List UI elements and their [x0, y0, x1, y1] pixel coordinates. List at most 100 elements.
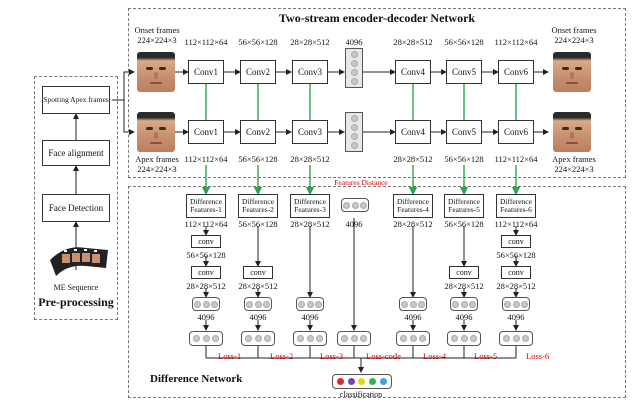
- class-dot: [380, 378, 388, 385]
- conv5-bottom: Conv5: [446, 120, 482, 144]
- encoder-decoder-panel: [128, 8, 626, 178]
- difference-arrows: [203, 218, 519, 373]
- diff-sub-dim-5: 28×28×512: [444, 281, 484, 291]
- dim-top-code: 4096: [345, 37, 363, 47]
- diff-features-1: Difference Features-1: [186, 194, 226, 218]
- dim-top-4: 28×28×512: [393, 37, 433, 47]
- fc-dim-1: 4096: [197, 312, 215, 322]
- fc-neurons-4: [399, 297, 427, 311]
- out-neurons-6: [499, 331, 533, 346]
- classification-label: classification: [339, 390, 383, 399]
- out-neurons-2: [241, 331, 275, 346]
- loss-6: Loss-6: [526, 351, 550, 361]
- dim-top-6: 112×112×64: [494, 37, 538, 47]
- diff-dim-6: 112×112×64: [494, 219, 538, 229]
- fc-dim-2: 4096: [249, 312, 267, 322]
- diff-conv-5: conv: [449, 266, 479, 279]
- onset-face-image: [137, 52, 175, 92]
- diff-dim-5: 56×56×128: [444, 219, 484, 229]
- apex-face-image: [137, 112, 175, 152]
- diff-dim-1: 112×112×64: [184, 219, 228, 229]
- code-diff-neurons: [341, 198, 369, 212]
- dim-top-5: 56×56×128: [444, 37, 484, 47]
- fc-neurons-3: [296, 297, 324, 311]
- conv6-top: Conv6: [498, 60, 534, 84]
- dim-bottom-3: 28×28×512: [290, 154, 330, 164]
- diff-sub-dim-1a: 56×56×128: [186, 250, 226, 260]
- spotting-apex-box: Spotting Apex frames: [42, 86, 110, 114]
- diff-sub-dim-6b: 28×28×512: [496, 281, 536, 291]
- class-dot: [336, 378, 344, 385]
- fc-neurons-2: [244, 297, 272, 311]
- film-strip-icon: [50, 247, 108, 276]
- diff-sub-dim-2: 28×28×512: [238, 281, 278, 291]
- diff-dim-3: 28×28×512: [290, 219, 330, 229]
- diff-conv-6a: conv: [501, 235, 531, 248]
- conv1-top: Conv1: [188, 60, 224, 84]
- classification-output: [332, 374, 392, 389]
- diff-conv-1b: conv: [191, 266, 221, 279]
- out-neurons-1: [189, 331, 223, 346]
- conv2-bottom: Conv2: [240, 120, 276, 144]
- conv3-top: Conv3: [292, 60, 328, 84]
- conv4-top: Conv4: [395, 60, 431, 84]
- onset-frames-label: Onset frames: [134, 25, 180, 35]
- loss-5: Loss-5: [474, 351, 498, 361]
- diff-conv-1a: conv: [191, 235, 221, 248]
- loss-2: Loss-2: [270, 351, 294, 361]
- fc-neurons-5: [450, 297, 478, 311]
- conv6-bottom: Conv6: [498, 120, 534, 144]
- onset-frames-dims: 224×224×3: [137, 35, 177, 45]
- conv3-bottom: Conv3: [292, 120, 328, 144]
- class-dot: [369, 378, 377, 385]
- out-neurons-3: [293, 331, 327, 346]
- out-onset-label: Onset frames: [551, 25, 597, 35]
- features-distance-label: Features Distance: [334, 178, 388, 187]
- class-dot: [347, 378, 355, 385]
- diff-conv-6b: conv: [501, 266, 531, 279]
- dim-top-1: 112×112×64: [184, 37, 228, 47]
- preprocessing-title: Pre-processing: [38, 295, 114, 309]
- diff-features-2: Difference Features-2: [238, 194, 278, 218]
- encoder-title: Two-stream encoder-decoder Network: [278, 11, 476, 25]
- conv2-top: Conv2: [240, 60, 276, 84]
- dim-top-2: 56×56×128: [238, 37, 278, 47]
- dim-bottom-2: 56×56×128: [238, 154, 278, 164]
- diff-features-4: Difference Features-4: [393, 194, 433, 218]
- diff-dim-2: 56×56×128: [238, 219, 278, 229]
- fc-dim-6: 4096: [507, 312, 525, 322]
- fc-dim-4: 4096: [404, 312, 422, 322]
- reconstructed-apex-face: [553, 112, 591, 152]
- conv5-top: Conv5: [446, 60, 482, 84]
- face-detection-box: Face Detection: [42, 194, 110, 222]
- fc-neurons-1: [192, 297, 220, 311]
- out-apex-label: Apex frames: [552, 154, 596, 164]
- apex-frames-label: Apex frames: [135, 154, 179, 164]
- fc-neurons-6: [502, 297, 530, 311]
- reconstructed-onset-face: [553, 52, 591, 92]
- difference-network-title: Difference Network: [150, 373, 243, 385]
- loss-code: Loss-code: [366, 351, 401, 361]
- out-neurons-5: [447, 331, 481, 346]
- fc-dim-5: 4096: [455, 312, 473, 322]
- dim-bottom-5: 56×56×128: [444, 154, 484, 164]
- loss-3: Loss-3: [320, 351, 344, 361]
- out-neurons-4: [396, 331, 430, 346]
- diff-features-6: Difference Features-6: [496, 194, 536, 218]
- diff-dim-code: 4096: [345, 219, 363, 229]
- out-neurons-code: [337, 331, 371, 346]
- dim-top-3: 28×28×512: [290, 37, 330, 47]
- diff-dim-4: 28×28×512: [393, 219, 433, 229]
- preprocessing-panel: [34, 76, 118, 320]
- diff-sub-dim-1b: 28×28×512: [186, 281, 226, 291]
- me-sequence-label: ME Sequence: [53, 283, 99, 292]
- apex-frames-dims: 224×224×3: [137, 164, 177, 174]
- dim-bottom-4: 28×28×512: [393, 154, 433, 164]
- dim-bottom-6: 112×112×64: [494, 154, 538, 164]
- conv1-bottom: Conv1: [188, 120, 224, 144]
- loss-4: Loss-4: [423, 351, 447, 361]
- out-onset-dims: 224×224×3: [554, 35, 594, 45]
- face-alignment-box: Face alignment: [42, 140, 110, 166]
